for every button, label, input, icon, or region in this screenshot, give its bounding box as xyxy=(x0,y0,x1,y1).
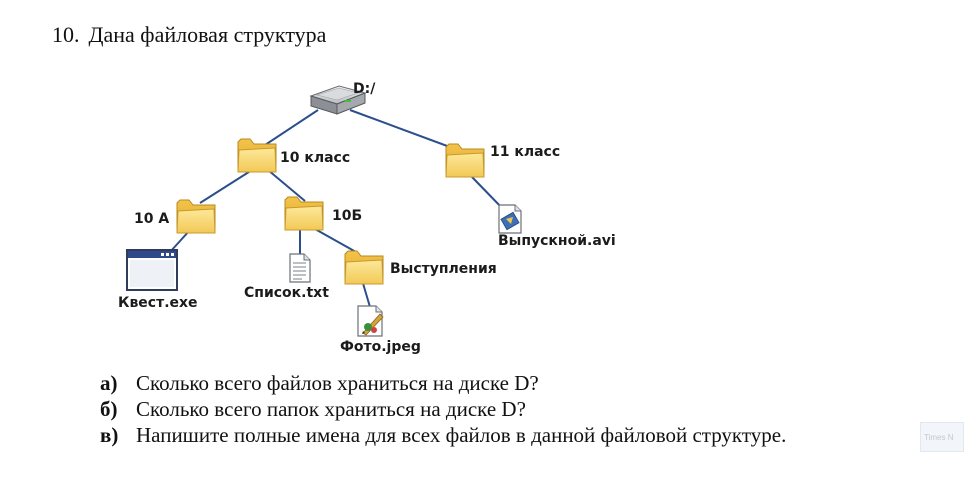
question-text: Сколько всего файлов храниться на диске … xyxy=(136,371,539,395)
folder-icon xyxy=(284,196,324,231)
task-heading: 10. Дана файловая структура xyxy=(52,22,326,48)
file-label-quest-exe: Квест.exe xyxy=(118,295,198,311)
connector-root-grade10 xyxy=(261,109,319,148)
connector-speeches-jpeg xyxy=(361,279,371,308)
connector-root-grade11 xyxy=(349,109,459,151)
question-item: а) Сколько всего файлов храниться на диск… xyxy=(100,370,786,396)
question-text: Напишите полные имена для всех файлов в … xyxy=(136,423,787,447)
hard-drive-icon xyxy=(309,85,367,115)
video-file-icon xyxy=(498,204,522,234)
question-list: а) Сколько всего файлов храниться на диск… xyxy=(100,370,786,448)
folder-label-10b: 10Б xyxy=(332,208,363,224)
folder-label-10a: 10 А xyxy=(134,211,170,227)
connector-grade10-10a xyxy=(199,169,253,204)
folder-label-grade11: 11 класс xyxy=(490,144,561,160)
folder-icon xyxy=(344,250,384,285)
question-item: б) Сколько всего папок храниться на диске… xyxy=(100,396,786,422)
folder-label-speeches: Выступления xyxy=(390,261,497,277)
question-text: Сколько всего папок храниться на диске D… xyxy=(136,397,526,421)
folder-icon xyxy=(176,199,216,234)
root-label: D:/ xyxy=(353,81,376,97)
text-file-icon xyxy=(289,253,311,283)
folder-icon xyxy=(237,138,277,173)
connector-10b-speeches xyxy=(314,228,357,253)
image-file-icon xyxy=(357,305,384,337)
font-tooltip-watermark: Times N xyxy=(920,422,964,452)
file-label-list-txt: Список.txt xyxy=(244,285,329,301)
task-title: Дана файловая структура xyxy=(88,22,327,47)
task-number: 10. xyxy=(52,22,80,47)
folder-icon xyxy=(445,143,485,178)
tree-connectors xyxy=(169,109,505,308)
folder-label-grade10: 10 класс xyxy=(280,150,351,166)
question-item: в) Напишите полные имена для всех файлов … xyxy=(100,422,786,448)
file-label-photo-jpeg: Фото.jpeg xyxy=(340,339,421,355)
question-letter: а) xyxy=(100,371,118,395)
file-label-graduation-avi: Выпускной.avi xyxy=(498,233,616,249)
connector-grade10-10b xyxy=(267,169,306,202)
question-letter: б) xyxy=(100,397,118,421)
question-letter: в) xyxy=(100,423,119,447)
program-window-icon xyxy=(126,249,178,291)
connector-10a-exe xyxy=(169,229,191,253)
